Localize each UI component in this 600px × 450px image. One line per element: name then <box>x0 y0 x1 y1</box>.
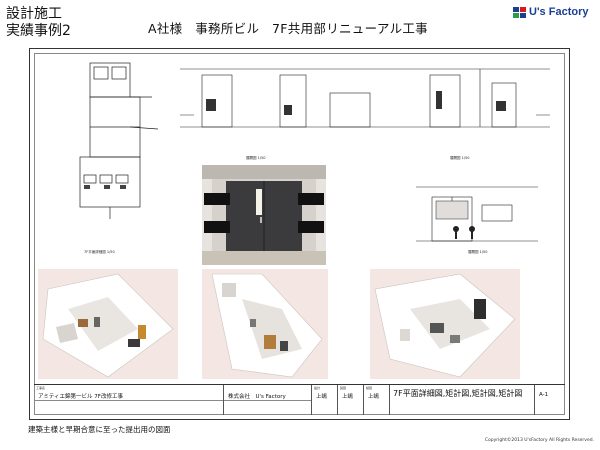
sheet-no-cell: A-1 <box>535 385 565 415</box>
company-name: 株式会社 U's Factory <box>228 394 286 400</box>
approver-label: 検図 <box>366 386 373 390</box>
drawing-title-cell: 7F平面詳細図,矩計図,矩計図,矩計図 <box>390 385 535 415</box>
title-block: 工事名 アミティエ錦第一ビル 7F改修工事 株式会社 U's Factory 設… <box>34 384 565 415</box>
project-label: 工事名 <box>36 386 46 390</box>
plan-label: 7F平面詳細図 1/50 <box>84 249 115 254</box>
checker-label: 製図 <box>340 386 347 390</box>
designer-cell: 設計 上嶋 <box>312 385 338 415</box>
project-title: A社様 事務所ビル 7F共用部リニューアル工事 <box>148 21 428 36</box>
approver-name: 上嶋 <box>368 394 380 400</box>
section-a-label: 展開図 1/50 <box>246 155 265 160</box>
project-row-divider <box>34 400 223 401</box>
approver-cell: 検図 上嶋 <box>364 385 390 415</box>
rendering-right <box>370 269 520 379</box>
floor-plan-drawing: 7F平面詳細図 1/50 <box>79 62 159 254</box>
door-rendering-image <box>202 165 326 265</box>
copyright: Copyright©2013 U'sFactory All Rights Res… <box>484 438 594 443</box>
logo-text: U's Factory <box>529 6 589 18</box>
sheet-border <box>34 53 565 415</box>
rendering-center <box>202 269 328 379</box>
caption: 建築主様と早期合意に至った提出用の図面 <box>28 425 171 434</box>
section-c-label: 展開図 1/50 <box>468 249 487 254</box>
drawing-title: 7F平面詳細図,矩計図,矩計図,矩計図 <box>393 389 523 398</box>
elevation-drawing-right: 展開図 1/50 <box>416 186 538 254</box>
section-labels: 展開図 1/50 展開図 1/50 <box>246 155 469 160</box>
rendering-left <box>38 269 178 379</box>
elevation-drawing-top <box>180 68 550 128</box>
designer-label: 設計 <box>314 386 321 390</box>
checker-cell: 製図 上嶋 <box>338 385 364 415</box>
slide-title: 設計施工 実績事例2 <box>6 6 71 40</box>
designer-name: 上嶋 <box>316 394 328 400</box>
company-row-divider <box>224 400 311 401</box>
section-b-label: 展開図 1/50 <box>450 155 469 160</box>
slide-title-line2: 実績事例2 <box>6 23 71 39</box>
checker-name: 上嶋 <box>342 394 354 400</box>
project-name: アミティエ錦第一ビル 7F改修工事 <box>38 394 123 400</box>
project-name-cell: 工事名 アミティエ錦第一ビル 7F改修工事 <box>34 385 224 415</box>
company-cell: 株式会社 U's Factory <box>224 385 312 415</box>
company-logo: U's Factory <box>513 6 588 18</box>
sheet-number: A-1 <box>539 392 549 398</box>
logo-mark-icon <box>513 6 526 18</box>
slide-title-line1: 設計施工 <box>6 6 62 22</box>
drawing-sheet: 7F平面詳細図 1/50 展開図 1/50 展開図 1/50 <box>29 48 570 420</box>
